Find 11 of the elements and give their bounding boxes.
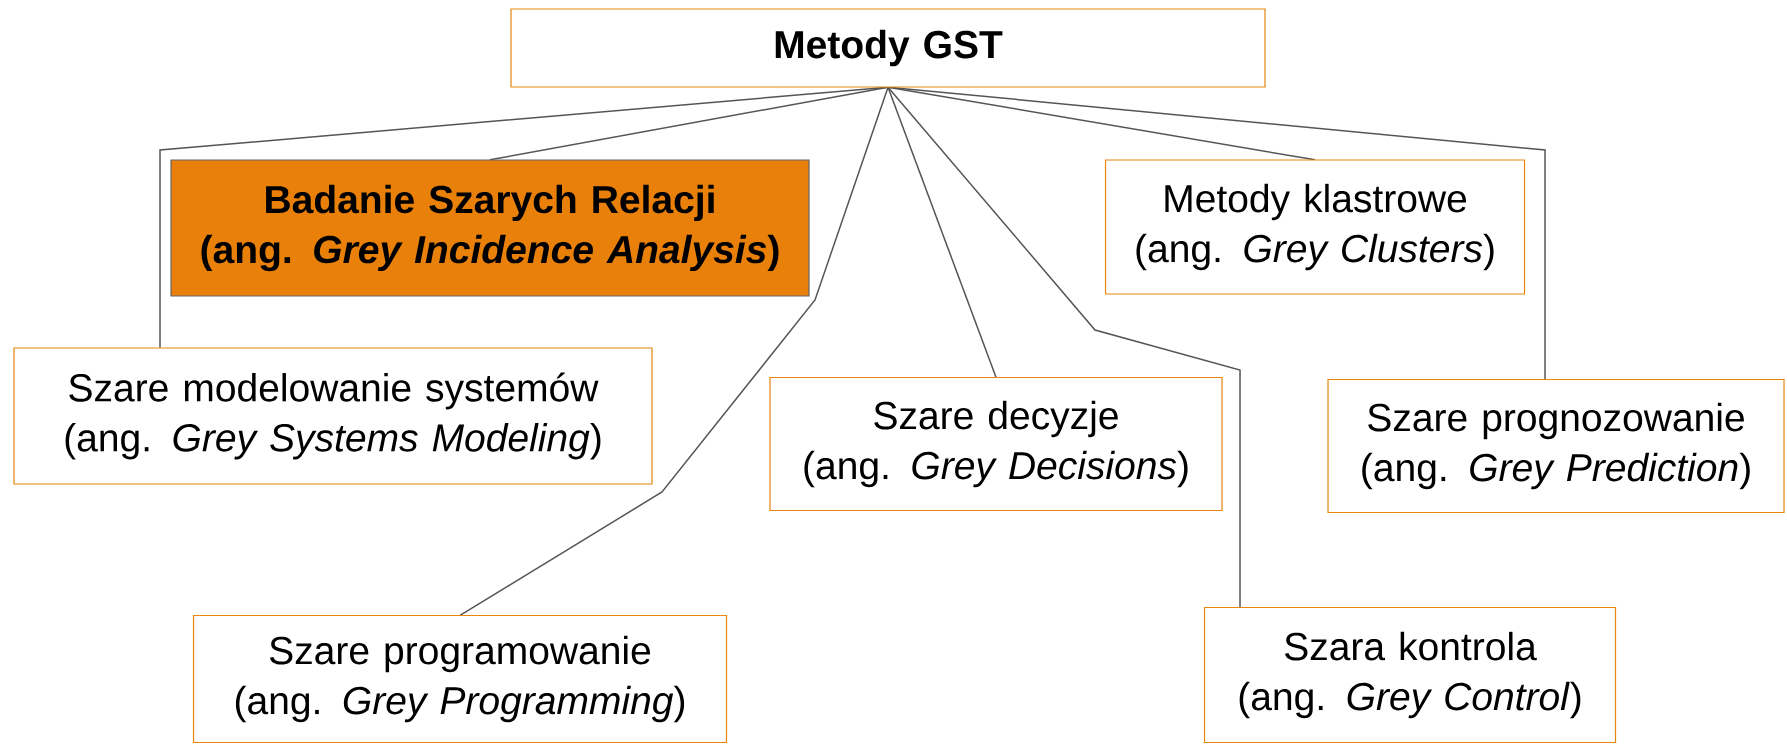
method-box: Metody klastrowe (ang. Grey Clusters) [1104,159,1526,295]
connector-line [887,86,1241,609]
method-box: Szare decyzje (ang. Grey Decisions) [769,376,1223,512]
connector-line [459,86,889,617]
title-box: Metody GST [510,8,1266,88]
method-box: Szare modelowanie systemów (ang. Grey Systems Modeling) [13,347,653,485]
connector-line [887,86,997,379]
highlighted-box: Badanie Szarych Relacji (ang. Grey Incidence Analysis) [170,159,810,297]
method-box: Szare prognozowanie (ang. Grey Prediction) [1327,378,1785,514]
method-box: Szara kontrola (ang. Grey Control) [1203,606,1617,744]
method-box: Szare programowanie (ang. Grey Programming) [192,614,728,744]
